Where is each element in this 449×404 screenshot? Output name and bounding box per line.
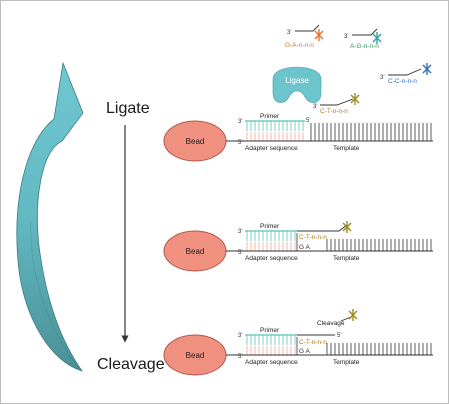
primer-five-prime: 5' [306, 118, 310, 124]
primer-label: Primer [260, 327, 280, 334]
bead-label: Bead [186, 137, 205, 146]
step-label-ligate: Ligate [106, 100, 150, 117]
five-prime-label: 5' [238, 140, 242, 146]
three-prime-label: 3' [238, 119, 242, 125]
probe-ag-prime: 3' [344, 34, 348, 40]
ligated-probe-bases: C-T-n-n-n [299, 234, 327, 241]
probe-ga-star-icon [314, 29, 324, 41]
probe-ag: 3' A-G-n-n-n [344, 28, 382, 50]
incoming-probe-star-icon [350, 93, 360, 105]
template-label: Template [333, 145, 360, 152]
ligase: Ligase [272, 66, 322, 103]
cleavage-label: Cleavage [317, 320, 345, 327]
template-bases: G A [299, 348, 311, 355]
probe-ga-prime: 3' [287, 30, 291, 36]
adapter-label: Adapter sequence [245, 255, 298, 262]
probe-ag-bases: A-G-n-n-n [350, 43, 379, 50]
probe-ag-star-icon [372, 32, 382, 44]
probe-cc-star-icon [422, 63, 432, 75]
five-prime-label: 5' [238, 354, 242, 360]
probe-cc-bases: C-C-n-n-n [388, 78, 417, 85]
cleaved-star-icon [348, 309, 358, 321]
bead-label: Bead [186, 247, 205, 256]
primer-label: Primer [260, 223, 280, 230]
cleaved-probe-bases: C-T-n-n-n [299, 339, 327, 346]
five-prime-label: 5' [238, 250, 242, 256]
incoming-probe-prime: 3' [313, 104, 317, 110]
three-prime-label: 3' [238, 333, 242, 339]
template-bases: G A [299, 244, 311, 251]
adapter-label: Adapter sequence [245, 359, 298, 366]
incoming-probe-bases: C-T-n-n-n [320, 108, 348, 115]
cycle-arrow [16, 61, 84, 372]
ligated-probe-star-icon [342, 221, 352, 233]
bead-label: Bead [186, 351, 205, 360]
probe-cc: 3' C-C-n-n-n [380, 63, 432, 85]
panel-ligated: Bead Primer 3' 5' C-T-n-n-n G A Adapter … [163, 221, 433, 272]
probe-ga-bases: G-A-n-n-n [285, 42, 314, 49]
adapter-label: Adapter sequence [245, 145, 298, 152]
ligase-label: Ligase [285, 76, 309, 85]
probe-cc-prime: 3' [380, 75, 384, 81]
step-label-cleavage: Cleavage [97, 356, 165, 373]
three-prime-label: 3' [238, 229, 242, 235]
template-label: Template [333, 255, 360, 262]
template-label: Template [333, 359, 360, 366]
probe-ga: 3' G-A-n-n-n [285, 24, 324, 49]
primer-label: Primer [260, 113, 280, 120]
cleaved-five-prime: 5' [337, 333, 341, 339]
panel-ligate: Ligase Bead Primer 3' 5' 5' 3' C-T-n-n-n… [163, 66, 433, 162]
panel-cleavage: Bead Primer 3' 5' 5' C-T-n-n-n G A Cleav… [163, 309, 433, 376]
